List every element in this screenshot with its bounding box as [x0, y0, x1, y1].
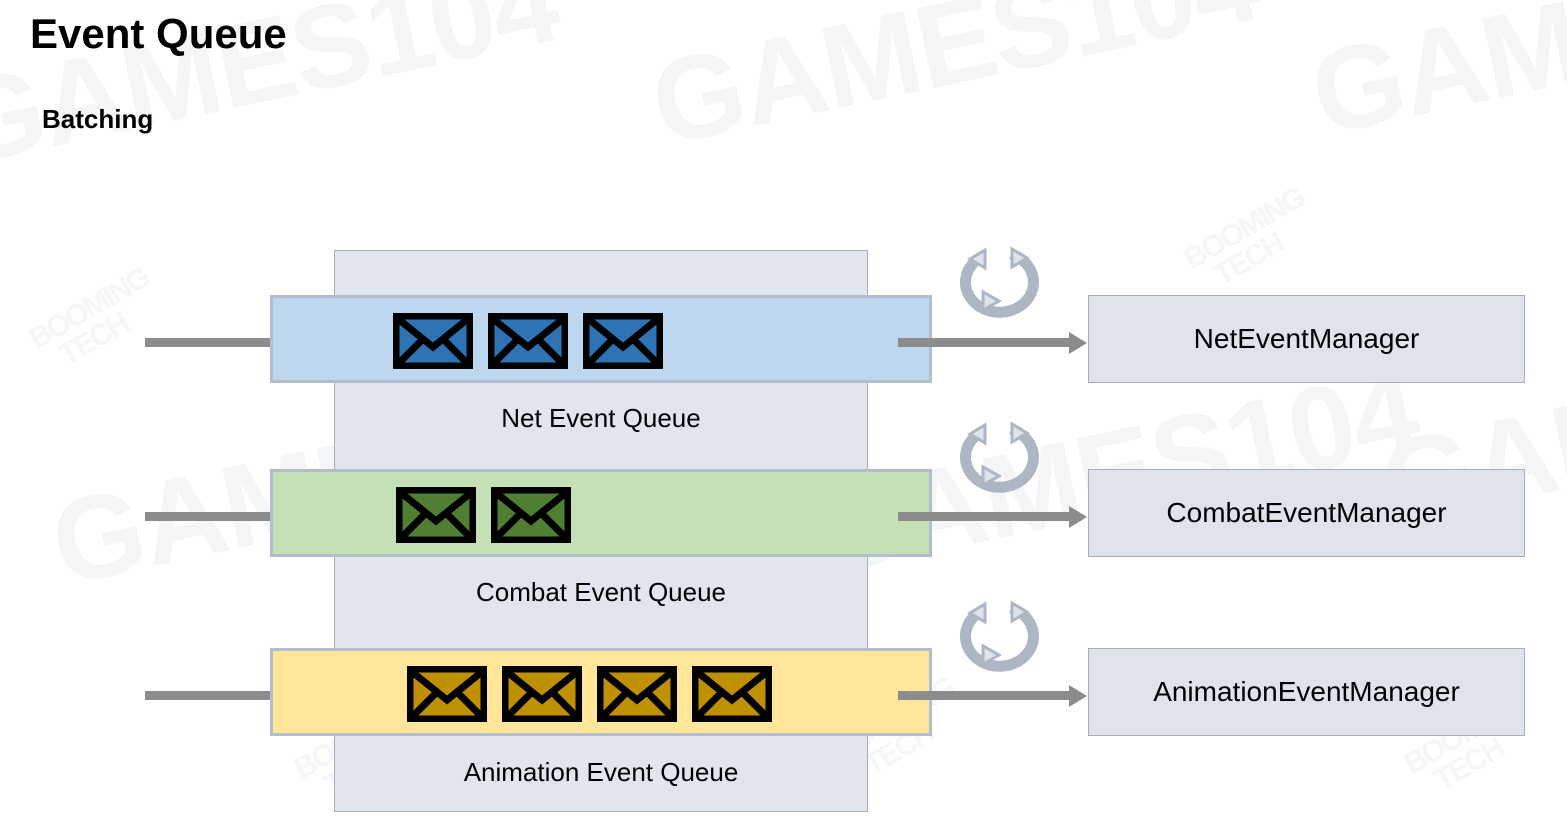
combat-event-queue-band[interactable] — [270, 469, 932, 557]
animation-event-manager-box[interactable]: AnimationEventManager — [1088, 648, 1525, 736]
envelope-icon — [491, 487, 571, 543]
dispatch-arrow — [898, 691, 1070, 700]
page-subtitle: Batching — [42, 104, 154, 134]
watermark-booming-line2: TECH — [53, 306, 134, 372]
watermark-booming-tech: BOOMING TECH — [1178, 181, 1323, 300]
watermark-booming-line2: TECH — [1208, 226, 1289, 292]
loop-cycle-icon — [953, 240, 1043, 326]
combat-envelope-group — [396, 487, 571, 543]
combat-event-manager-box[interactable]: CombatEventManager — [1088, 469, 1525, 557]
envelope-icon — [692, 666, 772, 722]
net-envelope-group — [393, 313, 663, 369]
animation-event-queue-label: Animation Event Queue — [463, 757, 739, 787]
producer-arrow — [145, 512, 355, 521]
watermark-booming-line1: BOOMING — [1178, 181, 1310, 276]
dispatch-arrow — [898, 338, 1070, 347]
watermark-games104: GAMES104 — [640, 0, 1269, 172]
page-title: Event Queue — [30, 10, 287, 57]
watermark-games104: GAMES104 — [1300, 0, 1567, 162]
dispatch-arrow — [898, 512, 1070, 521]
loop-cycle-icon — [953, 415, 1043, 501]
watermark-booming-line1: BOOMING — [23, 261, 155, 356]
envelope-icon — [502, 666, 582, 722]
envelope-icon — [393, 313, 473, 369]
animation-event-manager-label: AnimationEventManager — [1153, 676, 1460, 707]
combat-event-queue-label: Combat Event Queue — [475, 577, 727, 607]
envelope-icon — [583, 313, 663, 369]
loop-cycle-icon — [953, 594, 1043, 680]
combat-event-manager-label: CombatEventManager — [1166, 497, 1447, 528]
envelope-icon — [488, 313, 568, 369]
envelope-icon — [407, 666, 487, 722]
net-event-manager-box[interactable]: NetEventManager — [1088, 295, 1525, 383]
envelope-icon — [597, 666, 677, 722]
producer-arrow — [145, 338, 355, 347]
animation-envelope-group — [407, 666, 772, 722]
envelope-icon — [396, 487, 476, 543]
watermark-booming-tech: BOOMING TECH — [23, 261, 168, 380]
net-event-queue-label: Net Event Queue — [501, 403, 701, 433]
net-event-manager-label: NetEventManager — [1193, 323, 1420, 354]
producer-arrow — [145, 691, 355, 700]
